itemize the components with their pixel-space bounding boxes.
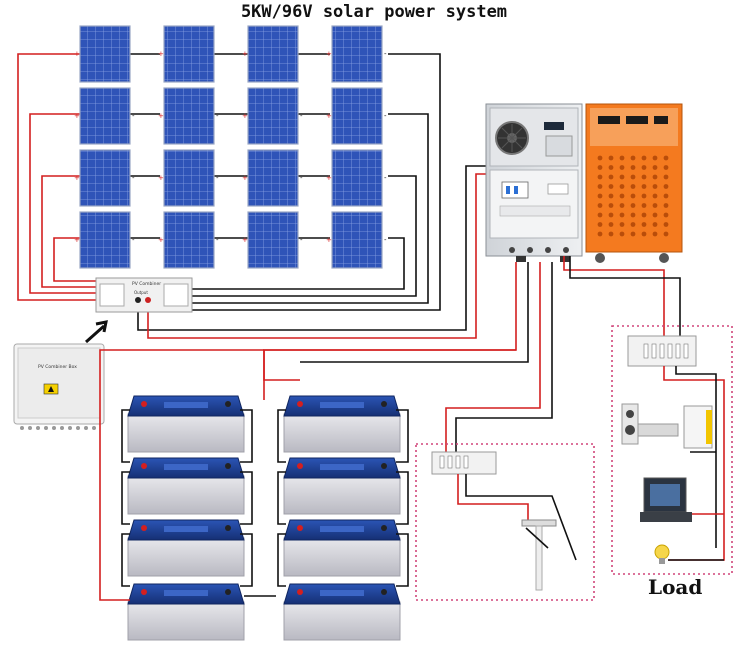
solar-panel-icon: +- <box>74 25 135 83</box>
svg-text:-: - <box>384 236 387 244</box>
svg-text:+: + <box>242 174 248 182</box>
solar-panel-icon: +- <box>158 211 219 269</box>
svg-text:-: - <box>300 50 303 58</box>
solar-panel-icon: +- <box>74 149 135 207</box>
svg-text:+: + <box>242 112 248 120</box>
svg-text:-: - <box>132 50 135 58</box>
battery-icon <box>127 395 245 453</box>
bulb-icon <box>654 544 670 564</box>
svg-text:+: + <box>326 236 332 244</box>
svg-text:+: + <box>242 50 248 58</box>
svg-text:+: + <box>326 174 332 182</box>
ground-rod-icon <box>521 519 557 591</box>
svg-text:+: + <box>74 50 80 58</box>
charge-controller <box>585 103 683 263</box>
svg-text:+: + <box>74 112 80 120</box>
svg-text:+: + <box>74 236 80 244</box>
load-label: Load <box>648 575 703 599</box>
svg-text:-: - <box>300 174 303 182</box>
svg-text:-: - <box>384 112 387 120</box>
pv-combiner: PV Combiner Output <box>95 277 193 313</box>
arrow-icon <box>85 320 108 344</box>
battery-icon <box>283 519 401 577</box>
output-label: Output <box>134 290 148 295</box>
svg-text:-: - <box>132 236 135 244</box>
solar-panel-icon: +- <box>74 211 135 269</box>
svg-text:-: - <box>384 174 387 182</box>
svg-text:+: + <box>74 174 80 182</box>
solar-panel-icon: +- <box>242 25 303 83</box>
svg-text:+: + <box>158 174 164 182</box>
monitor-icon <box>640 477 692 522</box>
svg-text:+: + <box>326 50 332 58</box>
grounding-section <box>415 443 595 601</box>
solar-panel-icon: +- <box>158 149 219 207</box>
solar-panel-icon: +- <box>326 149 387 207</box>
battery-icon <box>127 457 245 515</box>
pv-combiner-label: PV Combiner <box>132 281 161 287</box>
svg-text:+: + <box>158 50 164 58</box>
svg-text:-: - <box>300 112 303 120</box>
battery-wiring <box>99 349 409 601</box>
battery-icon <box>283 395 401 453</box>
solar-panel-icon: +- <box>242 87 303 145</box>
refrigerator-icon <box>683 405 713 449</box>
battery-icon <box>283 457 401 515</box>
svg-text:+: + <box>158 112 164 120</box>
svg-text:-: - <box>300 236 303 244</box>
svg-text:-: - <box>132 174 135 182</box>
solar-panel-icon: +- <box>158 87 219 145</box>
svg-text:-: - <box>216 50 219 58</box>
pv-combiner-box: PV Combiner Box <box>13 343 105 430</box>
svg-text:-: - <box>216 174 219 182</box>
load-section <box>611 325 733 575</box>
solar-panel-icon: +- <box>326 25 387 83</box>
svg-text:-: - <box>132 112 135 120</box>
speaker-icon <box>621 403 679 445</box>
solar-panel-icon: +- <box>158 25 219 83</box>
battery-icon <box>127 519 245 577</box>
svg-text:-: - <box>216 112 219 120</box>
battery-icon <box>127 583 245 641</box>
solar-panel-icon: +- <box>74 87 135 145</box>
solar-panel-icon: +- <box>242 211 303 269</box>
solar-array: +-+-+-+-+-+-+-+-+-+-+-+-+-+-+-+- <box>74 25 387 269</box>
diagram-title: 5KW/96V solar power system <box>240 2 508 22</box>
battery-bank <box>127 395 401 641</box>
svg-text:+: + <box>158 236 164 244</box>
svg-text:-: - <box>384 50 387 58</box>
solar-panel-icon: +- <box>326 87 387 145</box>
svg-text:+: + <box>326 112 332 120</box>
pv-wiring <box>17 53 490 339</box>
battery-icon <box>283 583 401 641</box>
combiner-box-label: PV Combiner Box <box>38 364 77 370</box>
inverter <box>485 103 583 262</box>
solar-panel-icon: +- <box>326 211 387 269</box>
svg-text:-: - <box>216 236 219 244</box>
solar-panel-icon: +- <box>242 149 303 207</box>
svg-text:+: + <box>242 236 248 244</box>
